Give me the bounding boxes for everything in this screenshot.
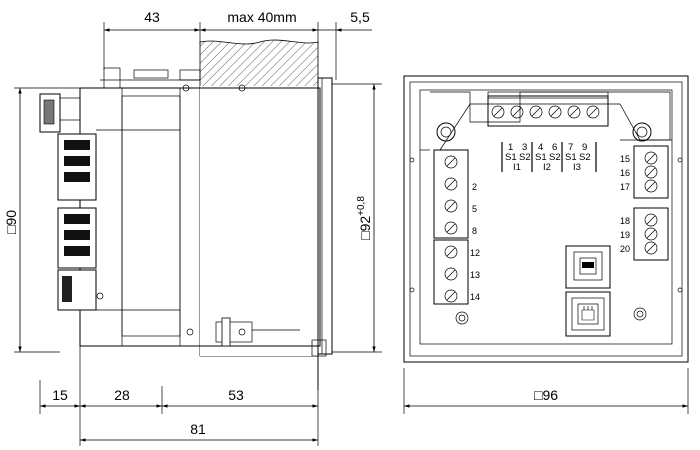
term-15: 15 xyxy=(620,154,630,164)
dimension-lines xyxy=(14,22,689,446)
dim-81: 81 xyxy=(190,421,206,437)
dim-28: 28 xyxy=(114,387,130,403)
term-6: 6 xyxy=(552,142,557,153)
label-i3: I3 xyxy=(573,162,581,173)
term-8: 8 xyxy=(472,226,477,236)
label-s1-b: S1 xyxy=(535,152,547,163)
dim-92: 92 xyxy=(357,216,373,232)
dim-92-tolerance: +0,8 xyxy=(356,196,367,216)
term-5: 5 xyxy=(472,204,477,214)
term-14: 14 xyxy=(470,292,480,302)
dim-90: 90 xyxy=(3,210,19,226)
dim-53: 53 xyxy=(228,387,244,403)
dim-43: 43 xyxy=(144,9,160,25)
dim-96: 96 xyxy=(542,387,558,403)
term-2: 2 xyxy=(472,182,477,192)
label-i2: I2 xyxy=(543,162,551,173)
term-12: 12 xyxy=(470,248,480,258)
panel-hatch xyxy=(199,39,319,357)
term-19: 19 xyxy=(620,230,630,240)
dim-5-5: 5,5 xyxy=(350,9,370,25)
right-terminal-blocks: 15 16 17 18 19 20 xyxy=(620,145,669,261)
term-16: 16 xyxy=(620,168,630,178)
label-s2-c: S2 xyxy=(579,152,591,163)
term-17: 17 xyxy=(620,182,630,192)
square-symbol: □ xyxy=(3,225,19,234)
term-20: 20 xyxy=(620,244,630,254)
dim-90-group: □90 xyxy=(3,210,19,234)
dim-92-group: □92+0,8 xyxy=(356,196,373,240)
communication-ports xyxy=(565,245,611,337)
svg-text:□90: □90 xyxy=(3,210,19,234)
side-view xyxy=(39,39,333,390)
term-13: 13 xyxy=(470,270,480,280)
top-terminal-labels: 1 3 4 6 7 9 S1 S2 S1 S2 S1 S2 I1 I2 I3 xyxy=(501,142,597,173)
term-7: 7 xyxy=(568,142,573,153)
label-i1: I1 xyxy=(513,162,521,173)
rear-view: 1 3 4 6 7 9 S1 S2 S1 S2 S1 S2 I1 I2 I3 xyxy=(403,75,689,363)
left-terminal-blocks: 2 5 8 12 13 14 xyxy=(433,149,480,305)
label-s2-b: S2 xyxy=(549,152,561,163)
label-s2-a: S2 xyxy=(519,152,531,163)
svg-text:□92+0,8: □92+0,8 xyxy=(356,196,373,240)
term-18: 18 xyxy=(620,216,630,226)
dim-96-group: □96 xyxy=(534,387,558,403)
term-1: 1 xyxy=(508,142,513,153)
square-symbol-92: □ xyxy=(357,231,373,240)
label-s1-c: S1 xyxy=(565,152,577,163)
square-symbol-96: □ xyxy=(534,387,543,403)
term-4: 4 xyxy=(538,142,543,153)
dim-max-40mm: max 40mm xyxy=(227,9,296,25)
label-s1-a: S1 xyxy=(505,152,517,163)
term-3: 3 xyxy=(522,142,527,153)
term-9: 9 xyxy=(582,142,587,153)
side-terminal-blocks xyxy=(57,133,97,311)
top-terminal-block xyxy=(487,91,609,127)
dim-15: 15 xyxy=(52,387,68,403)
